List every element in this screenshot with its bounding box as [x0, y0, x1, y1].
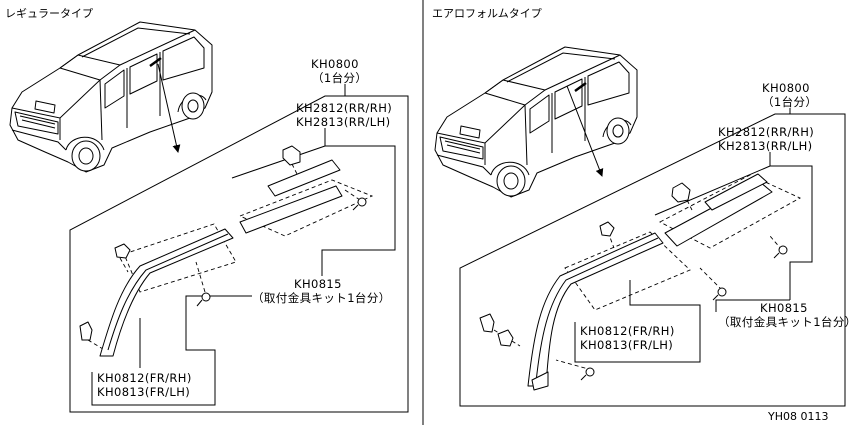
clip-icon	[479, 313, 495, 333]
front-label-frame	[574, 280, 701, 363]
fitting-kit-code: KH0815	[760, 301, 808, 315]
location-arrow	[566, 85, 604, 177]
rear-visor-upper	[704, 173, 768, 211]
screw-icon	[773, 245, 788, 259]
clip-icon	[282, 145, 301, 166]
figure-code: YH08 0113	[767, 410, 828, 423]
rear-rh-code: KH2812(RR/RH)	[718, 125, 814, 139]
clip-icon	[114, 243, 131, 259]
screw-icon	[712, 287, 727, 301]
front-rh-code: KH0812(FR/RH)	[97, 371, 192, 385]
fitting-leader	[770, 165, 813, 300]
front-label-frame	[91, 295, 252, 406]
panel-title: エアロフォルムタイプ	[432, 7, 542, 20]
rear-visor-upper	[267, 159, 341, 197]
suv-illustration	[433, 45, 639, 199]
screw-icon	[352, 197, 367, 211]
screw-icon	[196, 292, 211, 307]
clip-icon	[497, 329, 514, 347]
fitting-kit-code: KH0815	[294, 277, 342, 291]
front-visor	[99, 228, 234, 357]
clip-icon	[671, 182, 691, 203]
fitting-kit-description: （取付金具キット1台分）	[252, 291, 391, 305]
regular-type-panel: レギュラータイプ KH0800 （1台分）	[5, 7, 409, 413]
suv-illustration	[8, 20, 214, 174]
front-lh-code: KH0813(FR/LH)	[580, 338, 673, 352]
clip-icon	[599, 221, 615, 237]
kit-quantity: （1台分）	[312, 71, 367, 85]
rear-mount-guide	[659, 174, 801, 249]
kit-outline	[69, 95, 409, 413]
panel-title: レギュラータイプ	[5, 7, 93, 20]
rear-visor-leader	[321, 128, 396, 276]
rear-rh-code: KH2812(RR/RH)	[296, 101, 392, 115]
clip-guides	[87, 163, 361, 353]
front-visor-edge	[535, 237, 659, 383]
front-visor-edge	[107, 233, 229, 351]
clip-icon	[79, 321, 93, 341]
kit-quantity: （1台分）	[762, 95, 817, 109]
rear-mount-guide	[238, 179, 374, 237]
location-arrow	[157, 63, 181, 153]
fitting-kit-description: （取付金具キット1台分）	[718, 315, 850, 329]
fitting-frame	[715, 299, 790, 312]
front-lh-code: KH0813(FR/LH)	[97, 385, 190, 399]
front-mount-guide	[564, 231, 691, 311]
front-rh-code: KH0812(FR/RH)	[580, 324, 675, 338]
front-visor-tip	[531, 371, 549, 391]
kit-code: KH0800	[762, 81, 810, 95]
rear-visor-leader-diag	[231, 145, 326, 179]
rear-lh-code: KH2813(RR/LH)	[296, 115, 391, 129]
rear-lh-code: KH2813(RR/LH)	[718, 139, 813, 153]
screw-icon	[580, 367, 595, 381]
kit-outline	[459, 113, 846, 407]
aeroform-type-panel: エアロフォルムタイプ	[432, 7, 850, 407]
kit-code: KH0800	[311, 57, 359, 71]
rear-visor-lower	[239, 185, 343, 234]
front-visor	[527, 232, 664, 387]
